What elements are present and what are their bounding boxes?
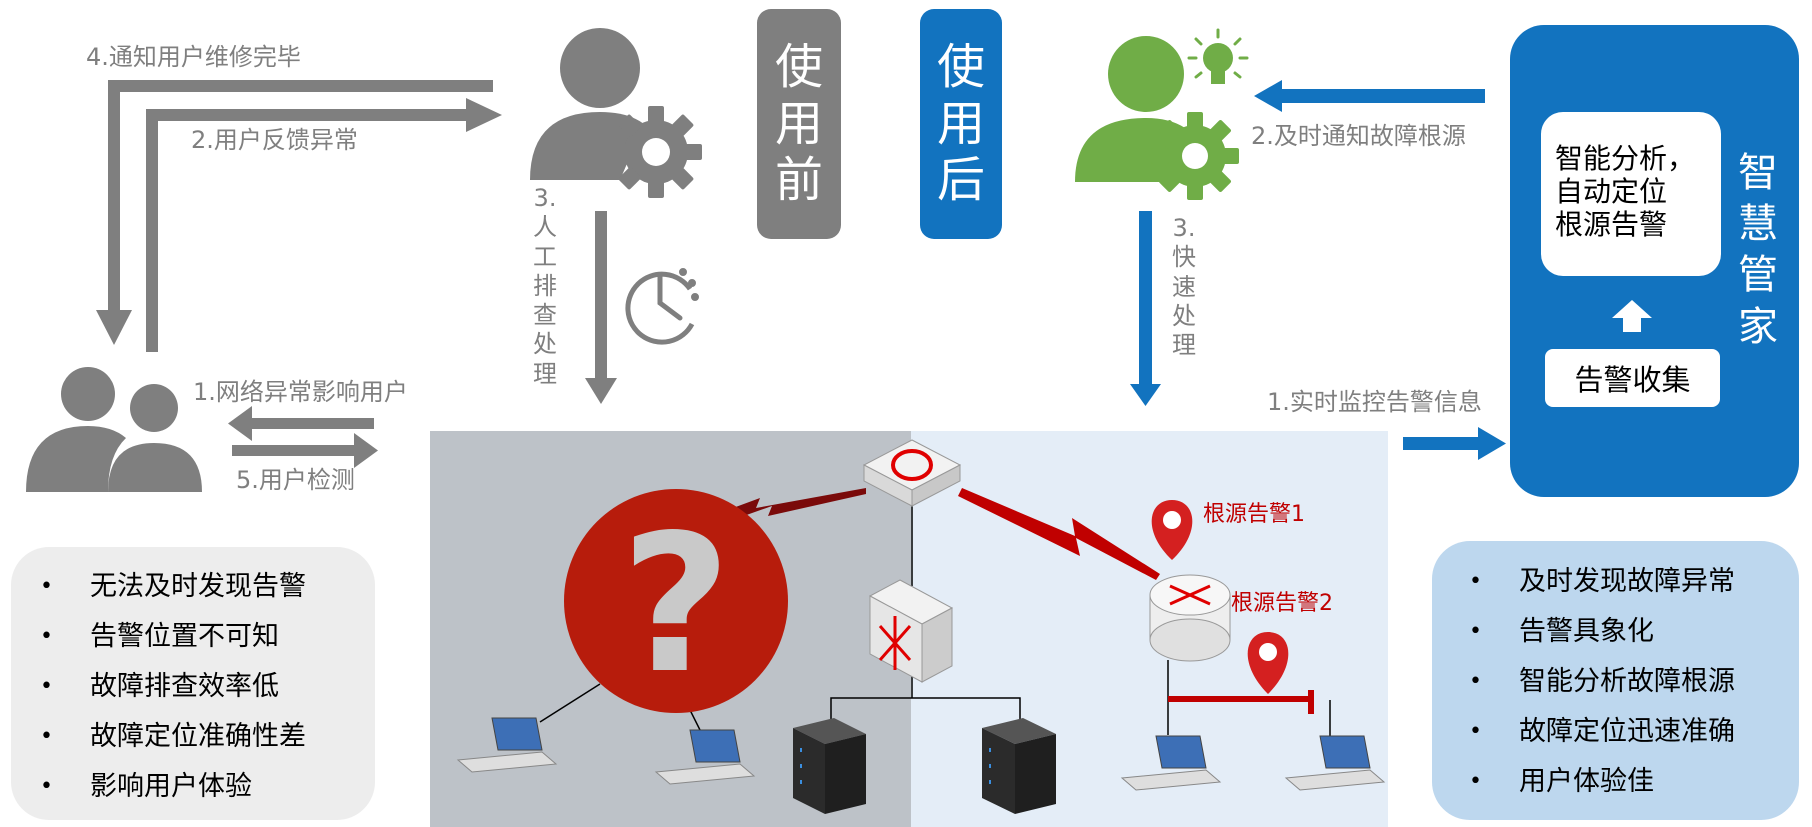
collect-up-arrow-icon [1612,300,1652,332]
user-check-label: 5.用户检测 [236,466,355,494]
network-links [539,500,1331,740]
lightbulb-icon [1187,28,1249,84]
location-pin-icon-1 [1151,500,1193,560]
router-icon [1149,574,1231,662]
laptop-icon-4 [1284,735,1386,791]
laptop-icon-2 [654,729,756,785]
arrow-fast-down [1130,211,1161,406]
pros-list: 及时发现故障异常 告警具象化 智能分析故障根源 故障定位迅速准确 用户体验佳 [1469,557,1735,807]
question-icon: ? [564,489,788,715]
alarm-collect-box: 告警收集 [1545,349,1720,407]
notify-done-label: 4.通知用户维修完毕 [86,43,301,71]
list-item: 故障定位准确性差 [40,712,306,762]
server-icon-right [982,718,1056,814]
list-item: 无法及时发现告警 [40,562,306,612]
list-item: 智能分析故障根源 [1469,657,1735,707]
notify-root-label: 2.及时通知故障根源 [1251,122,1466,150]
arrow-user-check [232,433,378,468]
core-router-icon [862,439,962,507]
arrow-notify-root [1254,80,1485,112]
switch-icon [868,579,954,683]
svg-text:?: ? [621,494,731,715]
server-icon-left [793,718,866,814]
admin-gear-icon-gray [530,28,702,198]
list-item: 故障定位迅速准确 [1469,707,1735,757]
fault-segment [1168,690,1314,714]
list-item: 故障排查效率低 [40,662,306,712]
laptop-icon-3 [1120,735,1222,791]
before-label: 使 用 前 [757,9,841,239]
list-item: 及时发现故障异常 [1469,557,1735,607]
admin-gear-icon-green [1075,36,1239,200]
list-item: 影响用户体验 [40,762,306,812]
smart-manager-title: 智 慧 管 家 [1738,150,1778,350]
fast-step-label: 3. 快 速 处 理 [1172,214,1196,360]
monitor-label: 1.实时监控告警信息 [1267,388,1482,416]
arrow-manual-down [585,211,617,404]
users-group-icon [26,367,202,492]
clock-icon [625,268,699,345]
arrow-user-feedback [146,98,502,352]
list-item: 用户体验佳 [1469,757,1735,807]
list-item: 告警具象化 [1469,607,1735,657]
list-item: 告警位置不可知 [40,612,306,662]
user-feedback-label: 2.用户反馈异常 [191,126,358,154]
lightning-link-right [958,488,1160,580]
location-pin-icon-2 [1247,632,1289,694]
root-alarm-2-label: 根源告警2 [1231,591,1333,616]
cons-list: 无法及时发现告警 告警位置不可知 故障排查效率低 故障定位准确性差 影响用户体验 [40,562,306,812]
laptop-icon-1 [456,717,558,773]
lightning-link-left [668,488,866,540]
root-alarm-1-label: 根源告警1 [1203,502,1305,527]
analysis-box: 智能分析， 自动定位 根源告警 [1541,112,1721,276]
network-issue-label: 1.网络异常影响用户 [193,378,408,406]
after-label: 使 用 后 [920,9,1002,239]
arrow-notify-done [96,80,493,345]
manual-step-label: 3. 人 工 排 查 处 理 [533,184,557,388]
arrow-network-issue [228,406,374,441]
arrow-monitor [1403,427,1506,460]
